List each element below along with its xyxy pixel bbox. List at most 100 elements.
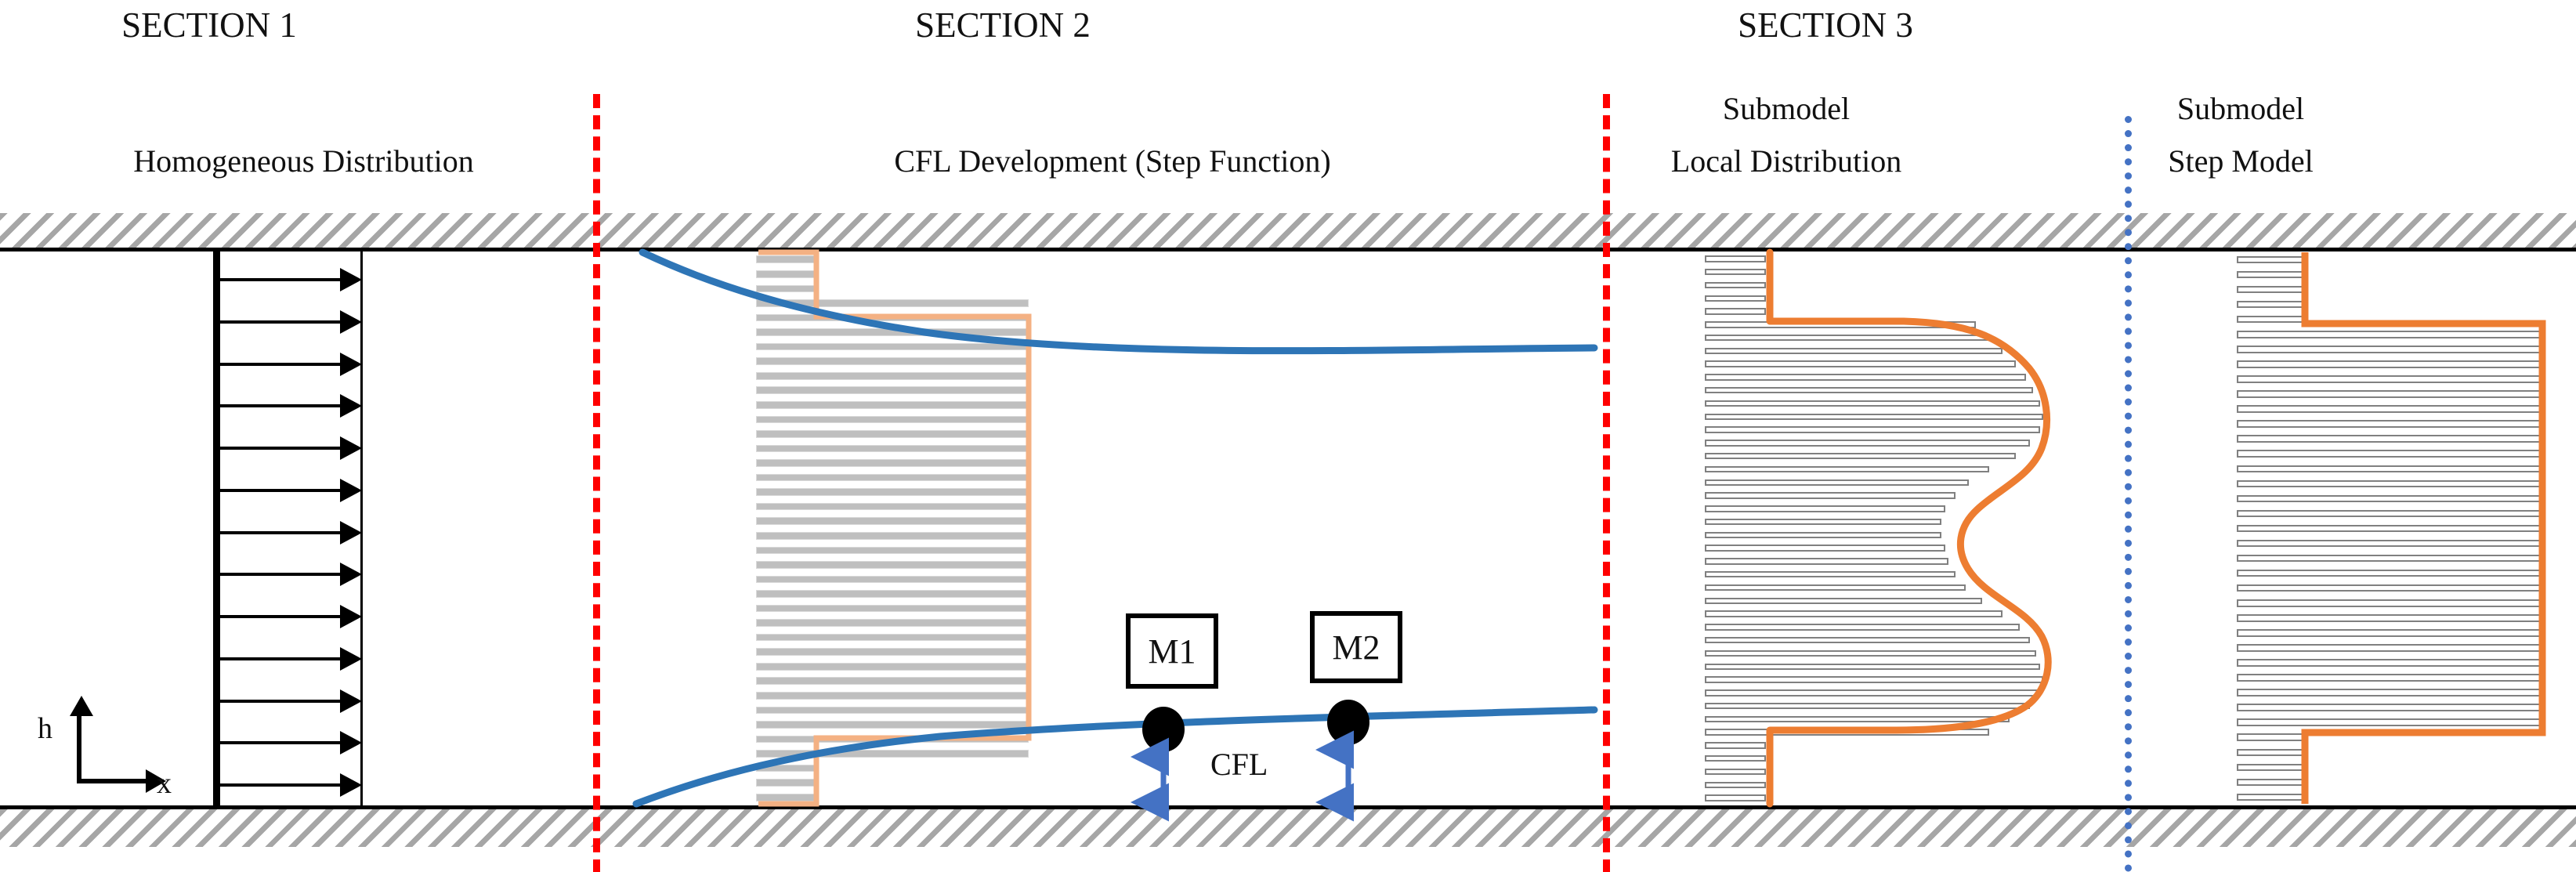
bar (756, 342, 1029, 351)
bar (2237, 748, 2304, 757)
bottom-wall-hatch (0, 809, 2576, 847)
bar (756, 255, 816, 264)
bar (2237, 524, 2542, 533)
section-divider-1 (593, 94, 600, 872)
bar (2237, 360, 2542, 368)
bar (1705, 531, 1941, 539)
velocity-arrow-shaft (218, 320, 343, 324)
bar (2237, 285, 2304, 294)
measurement-box-m2-label: M2 (1332, 628, 1380, 667)
bar (2237, 584, 2542, 592)
bar (1705, 768, 1766, 776)
bar (2237, 390, 2542, 398)
bar (2237, 718, 2542, 726)
bar (2237, 346, 2542, 353)
velocity-arrow-shaft (218, 615, 343, 618)
bar (756, 270, 816, 278)
bar (1705, 268, 1766, 276)
bar (1705, 321, 1976, 328)
submodel-step-model-line2: Step Model (2168, 143, 2314, 179)
section-1-subtitle: Homogeneous Distribution (133, 143, 474, 179)
bar (2237, 331, 2542, 338)
bar (1705, 492, 1956, 499)
bar (756, 706, 1029, 715)
bar (756, 721, 1029, 729)
bar (2237, 420, 2542, 428)
velocity-arrow-head (340, 394, 362, 418)
bar (2237, 629, 2542, 637)
bar (1705, 465, 1989, 473)
velocity-arrow-shaft (218, 488, 343, 492)
bar (2237, 569, 2542, 577)
bar (2237, 614, 2542, 622)
bar (1705, 702, 2030, 710)
bar (1705, 781, 1766, 789)
bar (2237, 435, 2542, 443)
bar (756, 779, 816, 787)
bottom-wall-line (0, 805, 2576, 809)
bar (2237, 778, 2304, 787)
bar (756, 400, 1029, 409)
section-3-title: SECTION 3 (1738, 5, 1913, 45)
bar (756, 648, 1029, 656)
velocity-arrow-shaft (218, 447, 343, 450)
cfl-label: CFL (1210, 747, 1268, 782)
bar (2237, 733, 2304, 741)
bar (756, 793, 816, 801)
velocity-arrow-shaft (218, 573, 343, 577)
velocity-arrow-head (340, 268, 362, 291)
bar (1705, 571, 1956, 578)
bar (1705, 452, 2016, 460)
bar (1705, 255, 1766, 262)
bar (2237, 659, 2542, 667)
velocity-arrow-head (340, 689, 362, 713)
velocity-arrow-shaft (218, 699, 343, 703)
bar (756, 633, 1029, 642)
bar (1705, 479, 1969, 486)
bar (756, 386, 1029, 395)
bar (756, 284, 816, 293)
axis-label-h: h (38, 712, 52, 745)
velocity-arrow-shaft (218, 278, 343, 281)
bar (1705, 610, 2003, 617)
bar (756, 531, 1029, 540)
bar (2237, 644, 2542, 652)
bar (1705, 649, 2036, 657)
bar (1705, 347, 2003, 355)
axis-x-line (77, 779, 149, 783)
top-wall-line (0, 248, 2576, 251)
bar (2237, 674, 2542, 682)
bar (2237, 375, 2542, 383)
bar (1705, 742, 1766, 749)
bar (2237, 450, 2542, 458)
section-divider-2 (1603, 94, 1610, 872)
velocity-arrow-head (340, 436, 362, 460)
bar (756, 677, 1029, 686)
bar (2237, 494, 2542, 503)
bar (2237, 300, 2304, 309)
section-2-title: SECTION 2 (915, 5, 1091, 45)
bar (756, 357, 1029, 365)
bar (1705, 689, 2040, 697)
velocity-arrow-shaft (218, 530, 343, 534)
bar (1705, 281, 1766, 289)
bar (1705, 440, 2030, 447)
bar (756, 561, 1029, 569)
bar (2237, 704, 2542, 711)
bar (1705, 755, 1766, 762)
submodel-divider (2125, 116, 2132, 872)
bar (1705, 545, 1945, 552)
measurement-box-m1[interactable]: M1 (1126, 613, 1218, 689)
bar (756, 692, 1029, 700)
bar (2237, 689, 2542, 697)
measurement-box-m2[interactable]: M2 (1310, 611, 1402, 683)
velocity-arrow-head (340, 309, 362, 334)
bar (2237, 509, 2542, 518)
velocity-arrow-shaft (218, 362, 343, 366)
bar (1705, 413, 2043, 421)
bar (756, 415, 1029, 424)
axis-h-arrowhead (70, 696, 93, 716)
